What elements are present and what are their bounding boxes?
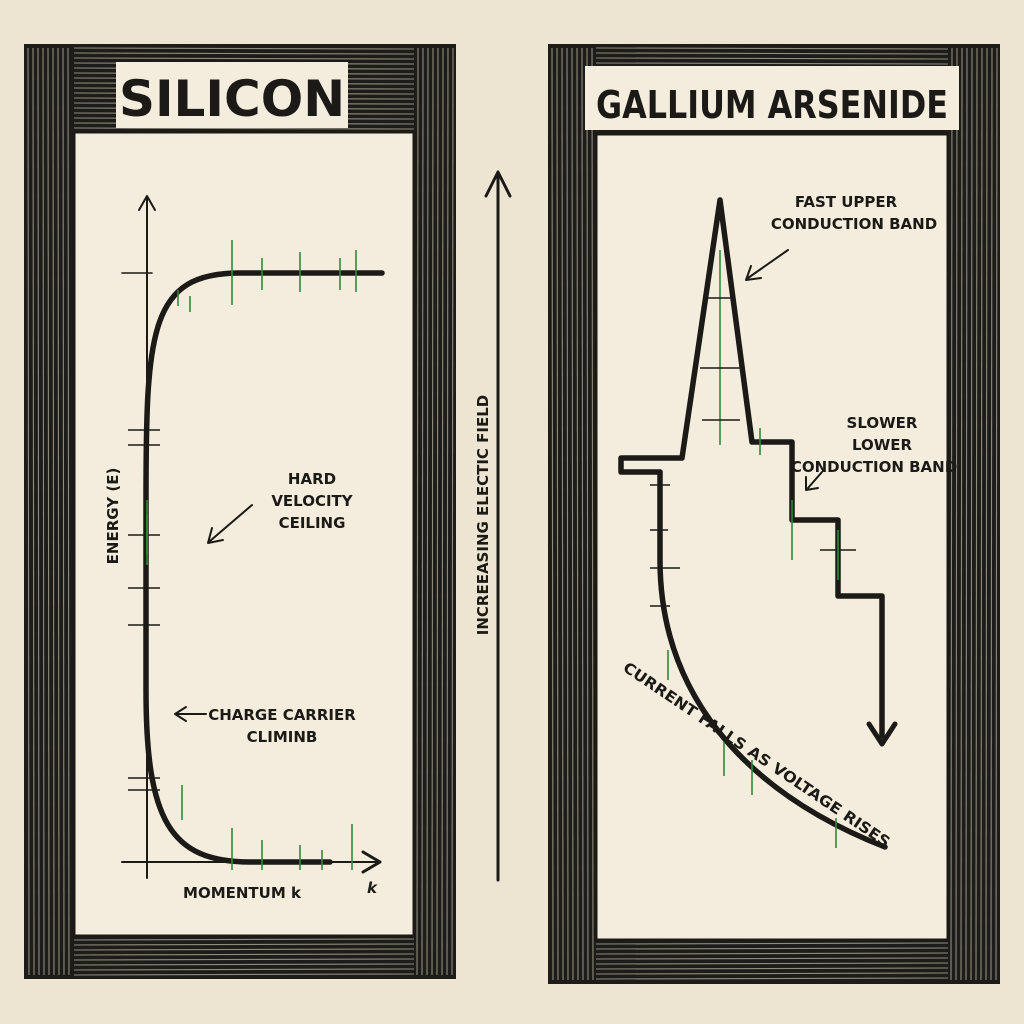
hatch-stroke [566,47,569,981]
hatch-stroke [595,52,949,55]
hatch-stroke [595,967,949,970]
upper-band-label-line-2: CONDUCTION BAND [771,215,937,233]
hatch-stroke [47,47,50,976]
hatch-stroke [595,942,949,945]
hatch-stroke [42,47,45,976]
hatch-stroke [73,47,415,50]
silicon-plot-area [72,130,416,938]
ceiling-label-line-3: CEILING [279,514,346,532]
hatch-stroke [52,47,55,976]
gaas-plot-area [594,132,950,942]
hatch-stroke [551,47,554,981]
upper-band-label-line-1: FAST UPPER [795,193,898,211]
hatch-stroke [595,977,949,980]
hatch-stroke [27,47,30,976]
hatch-stroke [576,47,579,981]
ceiling-label-line-2: VELOCITY [271,492,353,510]
hatch-stroke [595,952,949,955]
hatch-stroke [595,62,949,65]
gaas-title: GALLIUM ARSENIDE [596,83,948,127]
momentum-axis-arrowhead [361,850,382,874]
hatch-stroke [57,47,60,976]
hatch-stroke [73,57,415,60]
silicon-tick-marks [128,240,357,870]
silicon-frame-hatching [27,47,454,976]
hatch-stroke [581,47,584,981]
carrier-label-line-1: CHARGE CARRIER [208,706,356,724]
hatch-stroke [595,57,949,60]
upper-band-arrow [745,249,789,281]
hatch-stroke [591,47,594,981]
gaas-tick-marks [650,297,856,848]
energy-axis-label: ENERGY (E) [104,468,122,565]
silicon-saturation-curve [143,270,385,865]
hatch-stroke [62,47,65,976]
energy-axis-arrowhead [138,195,156,211]
hatch-stroke [73,948,415,951]
hatch-stroke [990,47,993,981]
carrier-label-line-2: CLIMINB [247,728,318,746]
hatch-stroke [416,47,419,976]
hatch-stroke [595,962,949,965]
hatch-stroke [975,47,978,981]
lower-band-label-line-3: CONDUCTION BAND [791,458,957,476]
hatch-stroke [980,47,983,981]
hatch-stroke [73,958,415,961]
gaas-title-plate [585,66,959,130]
silicon-title-plate [116,62,348,128]
hatch-stroke [571,47,574,981]
hatch-stroke [995,47,998,981]
hatch-stroke [556,47,559,981]
hatch-stroke [970,47,973,981]
ceiling-arrow [207,504,253,544]
hatch-stroke [960,47,963,981]
hatch-stroke [73,953,415,956]
hatch-stroke [32,47,35,976]
ceiling-label-line-1: HARD [288,470,336,488]
hatch-stroke [441,47,444,976]
electric-field-indicator: INCREEASING ELECTIC FIELD [474,170,512,882]
momentum-axis-end-label: k [367,879,378,897]
hatch-stroke [73,968,415,971]
hatch-stroke [73,938,415,941]
hatch-stroke [595,957,949,960]
silicon-graph: HARD VELOCITY CEILING CHARGE CARRIER CLI… [104,195,385,902]
hatch-stroke [426,47,429,976]
hatch-stroke [985,47,988,981]
hatch-stroke [421,47,424,976]
hatch-stroke [451,47,454,976]
hatch-stroke [965,47,968,981]
hatch-stroke [595,947,949,950]
hatch-stroke [73,963,415,966]
silicon-title: SILICON [119,70,345,128]
hatch-stroke [595,47,949,50]
hatch-stroke [586,47,589,981]
hatch-stroke [73,52,415,55]
hatch-stroke [73,943,415,946]
hatch-stroke [446,47,449,976]
hatch-stroke [73,127,415,130]
carrier-arrow [174,706,207,722]
lower-band-arrow [805,471,823,491]
hatch-stroke [67,47,70,976]
hatch-stroke [37,47,40,976]
gaas-drop-arrowhead [866,721,898,747]
gaas-band-profile [618,197,885,739]
momentum-axis-label: MOMENTUM k [183,884,302,902]
gaas-current-curve [657,469,888,850]
field-arrow-head [484,170,512,198]
hatch-stroke [431,47,434,976]
lower-band-label-line-1: SLOWER [847,414,918,432]
hatch-stroke [950,47,953,981]
silicon-panel: SILICON [24,44,456,979]
hatch-stroke [955,47,958,981]
gaas-panel: GALLIUM ARSENIDE [548,44,1000,984]
hatch-stroke [73,973,415,976]
hatch-stroke [561,47,564,981]
field-label: INCREEASING ELECTIC FIELD [474,395,492,635]
hatch-stroke [436,47,439,976]
lower-band-label-line-2: LOWER [852,436,913,454]
hatch-stroke [595,972,949,975]
